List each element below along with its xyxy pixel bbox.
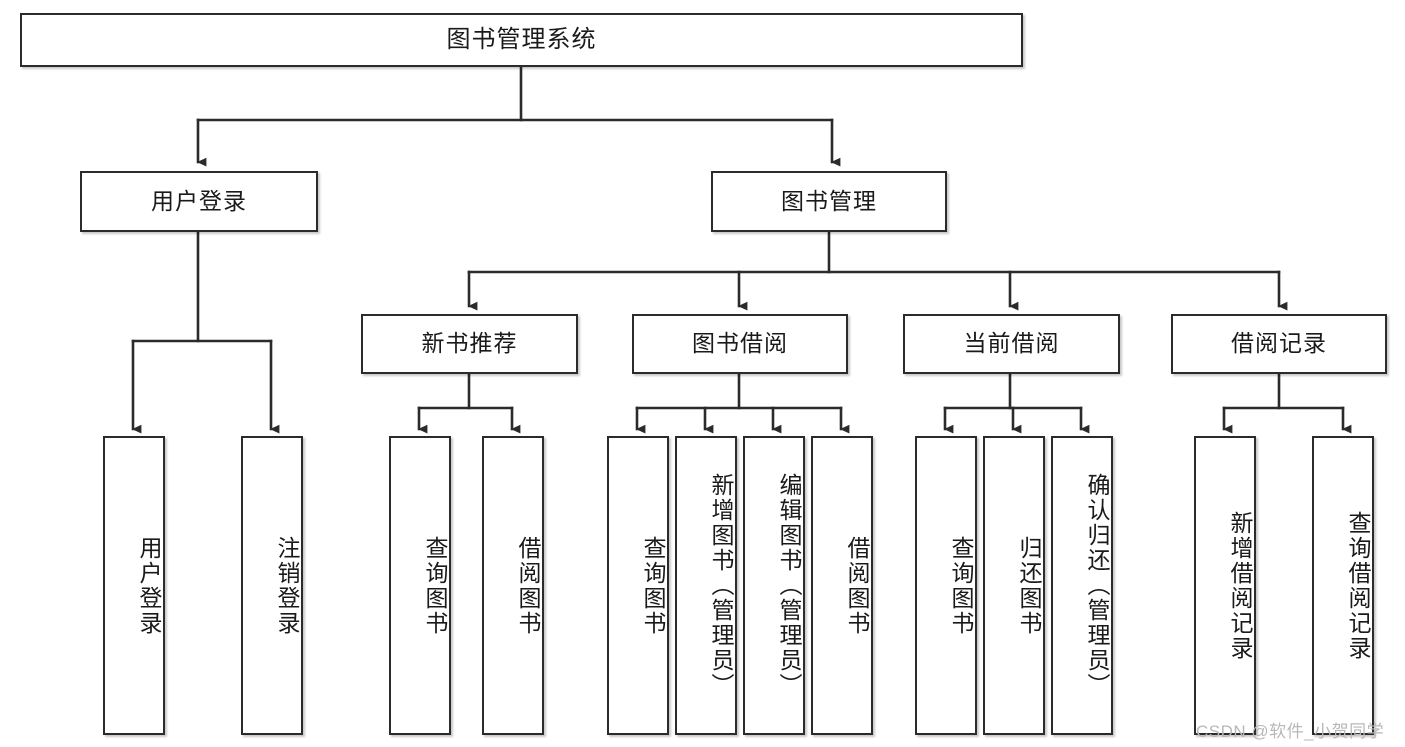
node-new-book-recommend[interactable]: 新书推荐 bbox=[361, 314, 578, 374]
node-label: 新增图书（管理员） bbox=[708, 473, 734, 698]
node-label: 用户登录 bbox=[136, 535, 162, 636]
node-label: 归还图书 bbox=[1016, 535, 1042, 636]
node-label: 查询图书 bbox=[948, 535, 974, 636]
node-label: 借阅记录 bbox=[1231, 330, 1327, 357]
leaf-current-borrow-confirm-return[interactable]: 确认归还（管理员） bbox=[1051, 436, 1113, 735]
leaf-book-borrow-query[interactable]: 查询图书 bbox=[607, 436, 669, 735]
node-label: 查询借阅记录 bbox=[1345, 510, 1371, 661]
node-book-borrow[interactable]: 图书借阅 bbox=[632, 314, 848, 374]
node-label: 图书借阅 bbox=[692, 330, 788, 357]
node-label: 图书管理系统 bbox=[446, 25, 597, 53]
edges-bookborrow-to-leaves bbox=[635, 372, 850, 434]
leaf-borrow-records-add[interactable]: 新增借阅记录 bbox=[1194, 436, 1256, 735]
leaf-book-borrow-lend[interactable]: 借阅图书 bbox=[811, 436, 873, 735]
node-user-login[interactable]: 用户登录 bbox=[80, 171, 318, 232]
node-label: 借阅图书 bbox=[515, 535, 541, 636]
node-book-management[interactable]: 图书管理 bbox=[711, 171, 947, 232]
node-label: 查询图书 bbox=[422, 535, 448, 636]
node-label: 注销登录 bbox=[274, 535, 300, 636]
node-current-borrow[interactable]: 当前借阅 bbox=[903, 314, 1120, 374]
node-label: 借阅图书 bbox=[844, 535, 870, 636]
node-label: 用户登录 bbox=[151, 187, 247, 214]
node-label: 图书管理 bbox=[781, 187, 877, 214]
node-label: 新书推荐 bbox=[421, 330, 518, 357]
node-label: 当前借阅 bbox=[963, 330, 1060, 357]
edges-userlogin-to-leaves bbox=[131, 230, 280, 434]
node-label: 新增借阅记录 bbox=[1227, 510, 1253, 661]
leaf-new-book-borrow[interactable]: 借阅图书 bbox=[482, 436, 544, 735]
edges-borrowrecords-to-leaves bbox=[1222, 372, 1352, 434]
leaf-book-borrow-add[interactable]: 新增图书（管理员） bbox=[675, 436, 737, 735]
leaf-current-borrow-return[interactable]: 归还图书 bbox=[983, 436, 1045, 735]
leaf-borrow-records-query[interactable]: 查询借阅记录 bbox=[1312, 436, 1374, 735]
csdn-watermark: CSDN @软件_小贺同学 bbox=[1196, 722, 1385, 741]
edges-root-to-level2 bbox=[196, 65, 841, 167]
node-label: 编辑图书（管理员） bbox=[776, 473, 802, 698]
node-root-book-management-system[interactable]: 图书管理系统 bbox=[20, 13, 1023, 67]
edges-newbook-to-leaves bbox=[417, 372, 521, 434]
leaf-current-borrow-query[interactable]: 查询图书 bbox=[915, 436, 977, 735]
edges-bookmgmt-to-level3 bbox=[467, 230, 1288, 311]
node-label: 查询图书 bbox=[640, 535, 666, 636]
node-borrow-records[interactable]: 借阅记录 bbox=[1171, 314, 1387, 374]
edges-currentborrow-to-leaves bbox=[943, 372, 1090, 434]
leaf-user-login-signin[interactable]: 用户登录 bbox=[103, 436, 165, 735]
node-label: 确认归还（管理员） bbox=[1084, 473, 1110, 698]
leaf-new-book-query[interactable]: 查询图书 bbox=[389, 436, 451, 735]
leaf-user-login-signout[interactable]: 注销登录 bbox=[241, 436, 303, 735]
leaf-book-borrow-edit[interactable]: 编辑图书（管理员） bbox=[743, 436, 805, 735]
